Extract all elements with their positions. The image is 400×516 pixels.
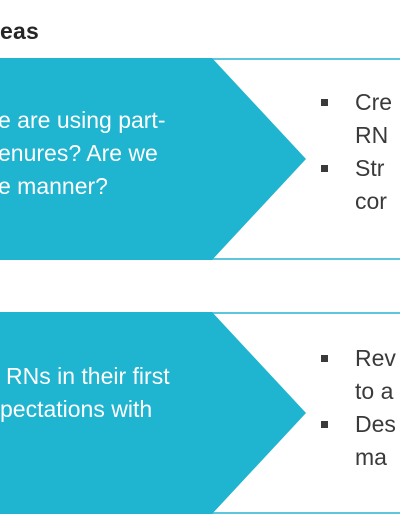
row-1-bullets: Cre RN Str cor — [321, 86, 392, 218]
bullet-square-icon — [321, 99, 328, 106]
row-2-bullet-1-line-2: to a — [355, 378, 394, 404]
row-1-bullet-1: Cre RN — [321, 86, 392, 152]
row-1-bullet-2-line-2: cor — [355, 188, 387, 214]
row-2-bullet-2: Des ma — [321, 408, 396, 474]
row-2-arrow — [0, 312, 306, 514]
bullet-square-icon — [321, 165, 328, 172]
row-1-arrow-line-2: enures? Are we — [0, 140, 158, 166]
row-1-arrow-line-1: e are using part- — [0, 107, 166, 133]
row-2-arrow-line-1: RNs in their first — [6, 363, 170, 389]
row-1-bullet-1-line-1: Cre — [355, 89, 393, 115]
row-1-arrow — [0, 58, 306, 260]
row-2-bullets: Rev to a Des ma — [321, 342, 396, 474]
idea-row-1: e are using part- enures? Are we e manne… — [0, 58, 400, 262]
row-1-bullet-2-line-1: Str — [355, 155, 385, 181]
row-2-bullet-1-line-1: Rev — [355, 345, 396, 371]
idea-row-2: RNs in their first pectations with Rev t… — [0, 312, 400, 516]
row-2-arrow-text: RNs in their first pectations with — [0, 360, 170, 426]
row-1-arrow-text: e are using part- enures? Are we e manne… — [0, 104, 165, 203]
row-2-bullet-2-line-1: Des — [355, 411, 396, 437]
row-2-arrow-line-2: pectations with — [0, 396, 153, 422]
row-1-bullet-1-line-2: RN — [355, 122, 389, 148]
row-1-arrow-line-3: e manner? — [0, 173, 108, 199]
row-2-bullet-2-line-2: ma — [355, 444, 387, 470]
row-2-shapes — [0, 312, 400, 514]
section-heading: eas — [0, 18, 39, 44]
bullet-square-icon — [321, 355, 328, 362]
row-1-bullet-2: Str cor — [321, 152, 392, 218]
row-1-shapes — [0, 58, 400, 260]
row-2-bullet-1: Rev to a — [321, 342, 396, 408]
bullet-square-icon — [321, 421, 328, 428]
